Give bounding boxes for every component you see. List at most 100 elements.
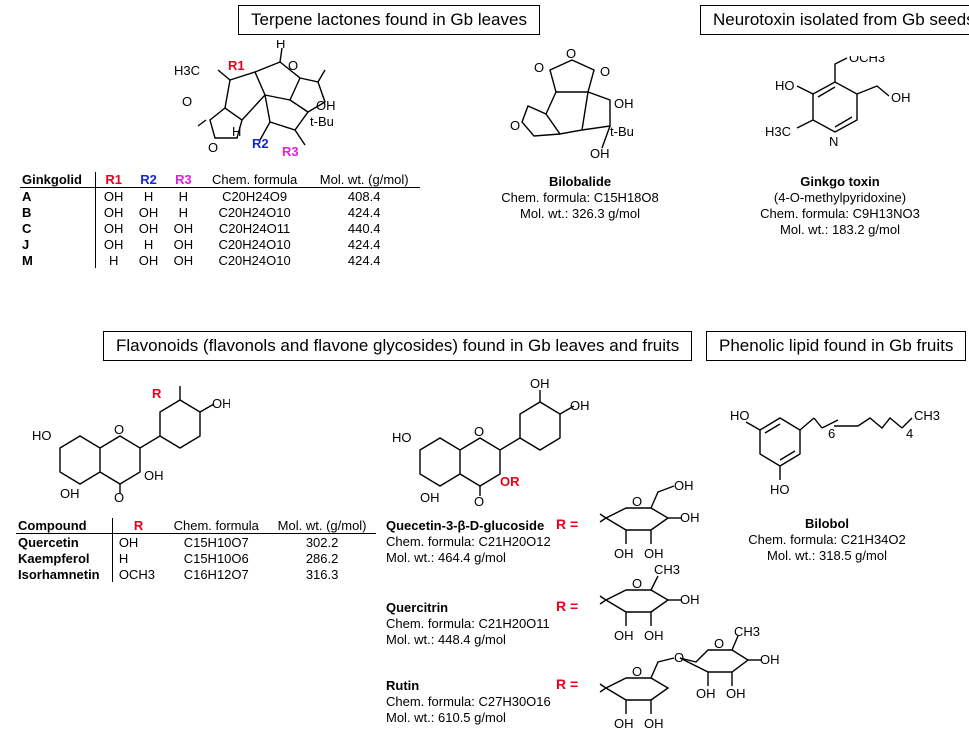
gk-r2: OH xyxy=(138,252,159,268)
flavonol-structure: R OH HO O OH OH O xyxy=(30,368,230,503)
bilobol-structure: HO HO 6 4 CH3 xyxy=(730,400,960,500)
ginkgotoxin-formula: Chem. formula: C9H13NO3 xyxy=(760,206,920,221)
gk-formula: C20H24O9 xyxy=(222,188,288,204)
gk-name: B xyxy=(20,204,97,220)
fl-formula: C15H10O6 xyxy=(183,550,249,566)
atom-oh-rut-b2: OH xyxy=(726,686,746,701)
gk-mw: 408.4 xyxy=(347,188,381,204)
r-equals-text: R = xyxy=(556,598,579,614)
gk-r3: H xyxy=(178,204,189,220)
gk-header-formula: Chem. formula xyxy=(211,172,298,187)
atom-o-right: O xyxy=(600,64,610,79)
gk-r3: H xyxy=(178,188,189,204)
gk-header-r2: R2 xyxy=(140,172,157,187)
gk-formula: C20H24O11 xyxy=(218,220,291,236)
atom-oh-rha-right: OH xyxy=(680,592,700,607)
atom-oh-sugar-right: OH xyxy=(680,510,700,525)
atom-o-sugar: O xyxy=(632,494,642,509)
gk-formula: C20H24O10 xyxy=(218,204,291,220)
atom-o-mid: O xyxy=(288,58,298,73)
gk-header-r3: R3 xyxy=(175,172,192,187)
atom-o-top: O xyxy=(566,46,576,61)
fl-mw: 316.3 xyxy=(305,566,339,582)
r2-label: R2 xyxy=(252,136,269,151)
atom-ch3-bilobol: CH3 xyxy=(914,408,940,423)
atom-tbu: t-Bu xyxy=(610,124,634,139)
r-equals-text: R = xyxy=(556,516,579,532)
atom-o-lactone: O xyxy=(182,94,192,109)
atom-oh-sugar-b2: OH xyxy=(644,546,664,561)
ginkgotoxin-structure: OCH3 HO OH H3C N xyxy=(765,56,915,166)
glycoside-1-formula: Chem. formula: C21H20O12 xyxy=(386,534,551,549)
bilobalide-caption: Bilobalide Chem. formula: C15H18O8 Mol. … xyxy=(470,174,690,222)
atom-h-top: H xyxy=(276,40,285,51)
gk-mw: 424.4 xyxy=(347,252,381,268)
gk-header-name: Ginkgolid xyxy=(20,172,97,188)
fl-r: H xyxy=(118,550,129,566)
glycoside-1-name: Quecetin-3-β-D-glucoside xyxy=(386,518,545,533)
atom-o-rha: O xyxy=(632,576,642,591)
table-row: J OH H OH C20H24O10 424.4 xyxy=(20,236,420,252)
atom-ho: HO xyxy=(775,78,795,93)
atom-o-keto: O xyxy=(474,494,484,508)
glycoside-2: Quercitrin Chem. formula: C21H20O11 Mol.… xyxy=(386,600,550,648)
atom-ho-left: HO xyxy=(32,428,52,443)
fl-header-name: Compound xyxy=(16,518,113,534)
gk-r1: OH xyxy=(103,188,124,204)
gk-formula: C20H24O10 xyxy=(218,236,291,252)
atom-oh-right: OH xyxy=(144,468,164,483)
neurotoxin-section-title: Neurotoxin isolated from Gb seeds xyxy=(700,5,969,35)
atom-o-bottom: O xyxy=(208,140,218,155)
atom-h3c: H3C xyxy=(174,63,200,78)
glycoside-1-mw: Mol. wt.: 464.4 g/mol xyxy=(386,550,506,565)
r-equals-text: R = xyxy=(556,676,579,692)
bilobol-caption: Bilobol Chem. formula: C21H34O2 Mol. wt.… xyxy=(742,516,912,564)
atom-oh-sugar-top: OH xyxy=(674,478,694,493)
subscript-four: 4 xyxy=(906,426,913,441)
fl-mw: 286.2 xyxy=(305,550,339,566)
atom-oh-glc-b2: OH xyxy=(644,716,664,731)
atom-or: OR xyxy=(500,474,520,489)
atom-o-glc: O xyxy=(632,664,642,679)
atom-o-ring: O xyxy=(474,424,484,439)
table-row: Kaempferol H C15H10O6 286.2 xyxy=(16,550,376,566)
table-row: A OH H H C20H24O9 408.4 xyxy=(20,187,420,204)
atom-oh-right: OH xyxy=(614,96,634,111)
fl-name: Kaempferol xyxy=(16,550,113,566)
atom-oh: OH xyxy=(891,90,911,105)
glycoside-2-mw: Mol. wt.: 448.4 g/mol xyxy=(386,632,506,647)
gk-name: J xyxy=(20,236,97,252)
fl-header-formula: Chem. formula xyxy=(173,518,259,533)
ginkgotoxin-name: Ginkgo toxin xyxy=(800,174,880,189)
atom-ho-bilobol-top: HO xyxy=(730,408,750,423)
glycoside-3: Rutin Chem. formula: C27H30O16 Mol. wt.:… xyxy=(386,678,551,726)
table-row: C OH OH OH C20H24O11 440.4 xyxy=(20,220,420,236)
atom-ho-left: HO xyxy=(392,430,412,445)
atom-oh-bottom: OH xyxy=(420,490,440,505)
glycoside-2-name: Quercitrin xyxy=(386,600,449,615)
atom-oh-top: OH xyxy=(212,396,230,411)
atom-ho-bilobol-bottom: HO xyxy=(770,482,790,497)
atom-o-link: O xyxy=(674,650,684,665)
atom-oh-rut-right: OH xyxy=(760,652,780,667)
r-equals-1: R = xyxy=(556,516,578,532)
bilobalide-structure: O O O O OH t-Bu OH xyxy=(510,42,650,162)
gk-header-mw: Mol. wt. (g/mol) xyxy=(319,172,409,187)
bilobalide-formula: Chem. formula: C15H18O8 xyxy=(501,190,659,205)
r-equals-3: R = xyxy=(556,676,578,692)
glycoside-1: Quecetin-3-β-D-glucoside Chem. formula: … xyxy=(386,518,551,566)
gk-name: C xyxy=(20,220,97,236)
fl-formula: C16H12O7 xyxy=(183,566,249,582)
atom-oh: OH xyxy=(316,98,336,113)
subscript-six: 6 xyxy=(828,426,835,441)
atom-oh-rut-b1: OH xyxy=(696,686,716,701)
atom-h3c: H3C xyxy=(765,124,791,139)
gk-name: A xyxy=(20,187,97,204)
fl-name: Quercetin xyxy=(16,533,113,550)
glycoside-3-name: Rutin xyxy=(386,678,420,693)
gk-mw: 424.4 xyxy=(347,236,381,252)
table-row: Isorhamnetin OCH3 C16H12O7 316.3 xyxy=(16,566,376,582)
ginkgolide-table: Ginkgolid R1 R2 R3 Chem. formula Mol. wt… xyxy=(20,172,420,268)
atom-oh-sugar-b1: OH xyxy=(614,546,634,561)
atom-o-rha2: O xyxy=(714,636,724,651)
